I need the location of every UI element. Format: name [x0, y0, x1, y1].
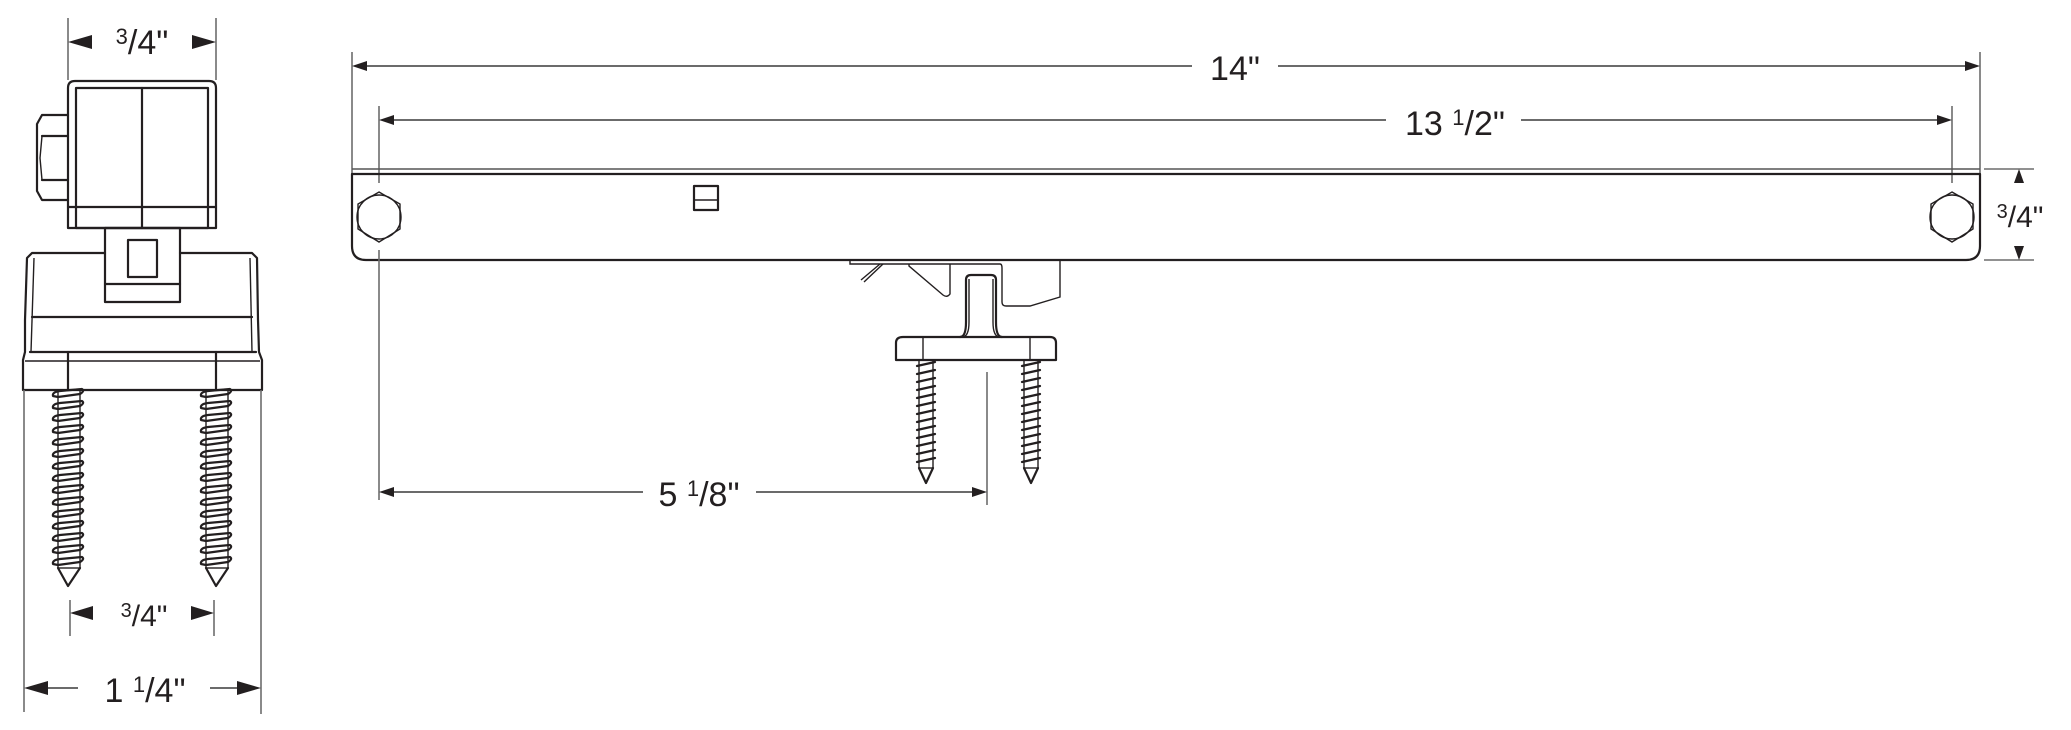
- dimension-label-bracket-offset: 5 1/8": [658, 476, 739, 514]
- front-screw-right: [1020, 359, 1042, 485]
- arrow-left-icon: [379, 115, 394, 125]
- neck: [103, 226, 182, 304]
- top-housing: [66, 79, 218, 230]
- side-view: 3/4": [21, 18, 264, 714]
- dimension-label-screw-spacing: 3/4": [121, 600, 168, 633]
- dimension-overall-length: 14": [351, 50, 1981, 175]
- bracket-mechanism: [849, 260, 1061, 307]
- arrow-down-icon: [2014, 246, 2024, 260]
- front-screw-left: [915, 359, 937, 485]
- screw-right: [199, 387, 233, 588]
- dimension-label-top-width: 3/4": [116, 24, 169, 62]
- arm-bar: [350, 168, 1982, 262]
- arrow-up-icon: [2014, 169, 2024, 183]
- dimension-top-width: 3/4": [67, 18, 217, 80]
- arrow-left-icon: [70, 606, 93, 620]
- dimension-label-overall-length: 14": [1210, 50, 1260, 88]
- hex-bolt-left: [356, 191, 402, 500]
- arrow-right-icon: [192, 35, 216, 49]
- hex-bolt-right: [1929, 191, 1975, 243]
- screw-left: [51, 387, 85, 588]
- arrow-left-icon: [68, 35, 92, 49]
- dimension-label-bar-height: 3/4": [1997, 201, 2044, 234]
- dimension-hole-spacing: 13 1/2": [378, 105, 1953, 183]
- dimension-label-hole-spacing: 13 1/2": [1405, 105, 1505, 143]
- arrow-left-icon: [24, 681, 48, 695]
- dimension-bar-height: 3/4": [1984, 168, 2044, 261]
- mount-body: [21, 251, 264, 392]
- dimension-bracket-offset: 5 1/8": [379, 372, 988, 514]
- arrow-left-icon: [379, 487, 394, 497]
- dimension-screw-spacing: 3/4": [69, 600, 215, 636]
- hex-nut-side: [35, 113, 70, 202]
- dimension-base-width: 1 1/4": [23, 390, 262, 714]
- dimension-label-base-width: 1 1/4": [104, 672, 185, 710]
- square-marker: [692, 184, 720, 212]
- front-view: 14" 13 1/2": [350, 50, 2044, 514]
- arrow-right-icon: [1965, 61, 1980, 71]
- arrow-right-icon: [237, 681, 261, 695]
- bracket-foot: [894, 273, 1058, 362]
- arrow-right-icon: [191, 606, 214, 620]
- arrow-left-icon: [352, 61, 367, 71]
- arrow-right-icon: [1937, 115, 1952, 125]
- arrow-right-icon: [972, 487, 987, 497]
